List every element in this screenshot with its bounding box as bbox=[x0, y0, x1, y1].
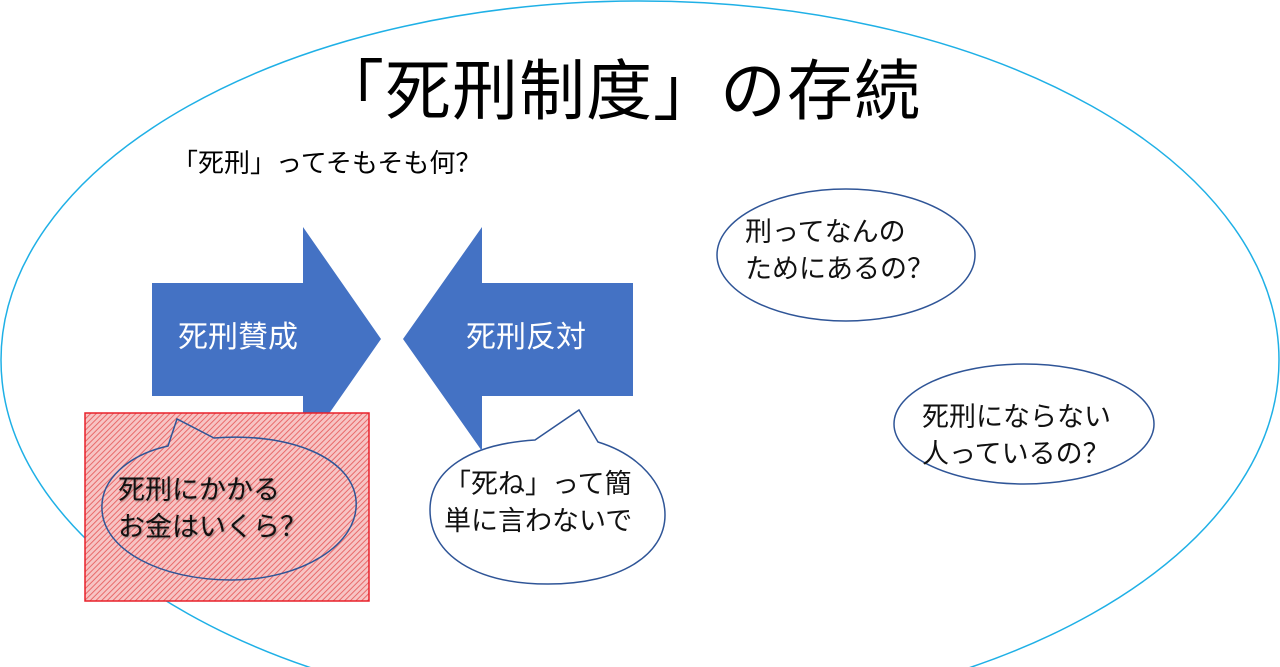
pro-arrow-label: 死刑賛成 bbox=[178, 320, 298, 355]
bubble-line: 死刑にならない bbox=[922, 402, 1111, 433]
cost-callout-text: 死刑にかかる お金はいくら？ bbox=[118, 472, 307, 546]
purpose-bubble-text: 刑ってなんの ためにあるの？ bbox=[745, 214, 934, 288]
pro-arrow-shape[interactable] bbox=[152, 227, 381, 451]
highlight-box bbox=[84, 412, 370, 602]
bubble-line: ためにあるの？ bbox=[745, 254, 934, 285]
slide-subtitle: 「死刑」ってそもそも何？ bbox=[172, 149, 482, 179]
bubble-line: 「死ね」って簡 bbox=[444, 469, 632, 500]
purpose-bubble-shape[interactable] bbox=[716, 188, 976, 322]
con-arrow-tail-overlay bbox=[455, 396, 482, 451]
exempt-bubble-shape[interactable] bbox=[893, 363, 1155, 485]
slide-title: 「死刑制度」の存続 bbox=[318, 53, 921, 130]
dont-say-die-callout-text: 「死ね」って簡 単に言わないで bbox=[444, 466, 632, 540]
bubble-line: お金はいくら？ bbox=[118, 512, 307, 543]
bubble-line: 人っているの？ bbox=[922, 439, 1110, 470]
bubble-line: 刑ってなんの bbox=[745, 217, 906, 248]
dont-say-die-callout-shape[interactable] bbox=[429, 408, 666, 585]
con-arrow-label: 死刑反対 bbox=[466, 320, 586, 355]
bubble-line: 死刑にかかる bbox=[118, 475, 280, 506]
bubble-line: 単に言わないで bbox=[444, 506, 633, 537]
cost-callout-shape[interactable] bbox=[101, 417, 357, 581]
con-arrow-shape[interactable] bbox=[403, 227, 633, 451]
exempt-bubble-text: 死刑にならない 人っているの？ bbox=[922, 399, 1111, 473]
